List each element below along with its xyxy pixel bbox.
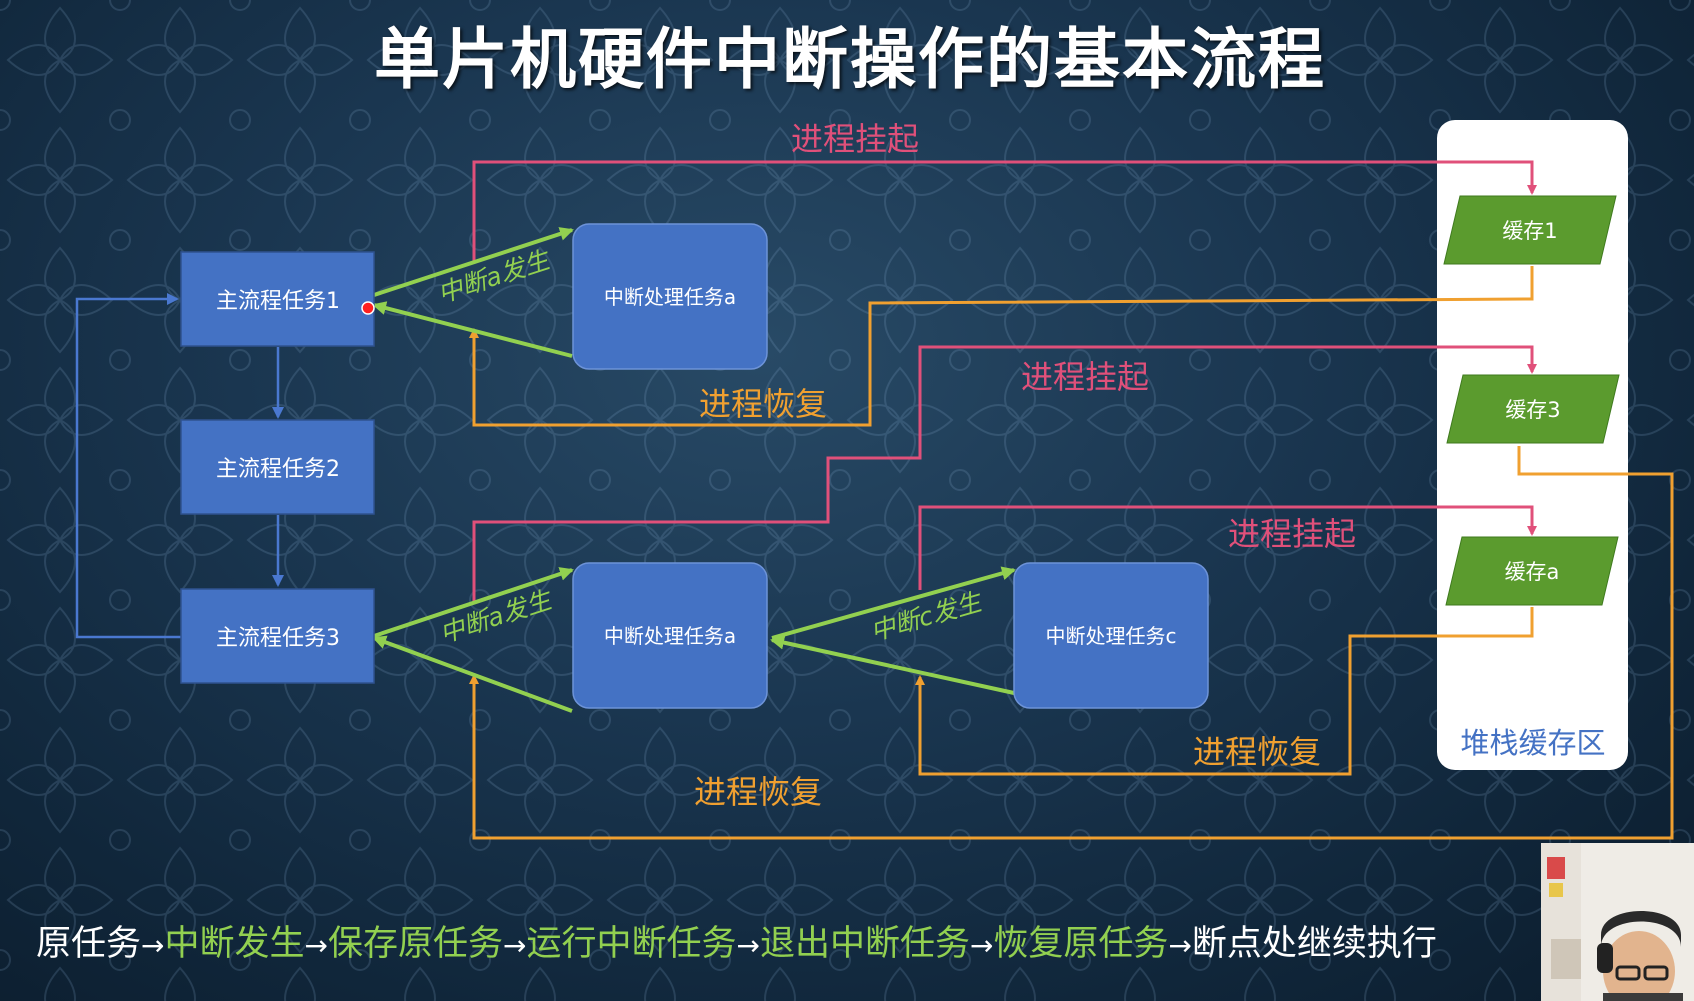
resume-label-3: 进程恢复 — [1193, 733, 1321, 771]
step-save-task: 保存原任务 — [327, 924, 503, 964]
buffer-3-label: 缓存3 — [1505, 398, 1560, 422]
main-task-1-label: 主流程任务1 — [216, 289, 340, 314]
resume-label-1: 进程恢复 — [699, 385, 827, 423]
irq-a2-line — [373, 567, 574, 638]
arrow-icon: → — [304, 929, 328, 962]
main-task-3-label: 主流程任务3 — [216, 626, 340, 651]
presenter-image — [1541, 843, 1694, 1001]
buffer-a — [1445, 536, 1619, 606]
irq-a2-return — [372, 635, 573, 713]
arrow-icon: → — [502, 929, 527, 962]
resume-line-1 — [469, 266, 1534, 427]
suspend-label-3: 进程挂起 — [1228, 515, 1356, 553]
isr-a2-box — [572, 562, 768, 709]
irq-a1-return — [372, 301, 573, 358]
irq-a1-line — [373, 227, 574, 297]
suspend-label-1: 进程挂起 — [791, 120, 919, 158]
step-interrupt-occurs: 中断发生 — [164, 924, 305, 964]
suspend-line-2 — [472, 345, 1537, 604]
step-original-task: 原任务 — [36, 924, 142, 964]
main-task-2-box — [180, 419, 375, 515]
main-task-2-label: 主流程任务2 — [216, 457, 340, 482]
main-task-3-box — [180, 588, 375, 684]
stack-label: 堆栈缓存区 — [1460, 726, 1605, 760]
isr-a1-label: 中断处理任务a — [604, 285, 736, 309]
buffer-a-label: 缓存a — [1505, 560, 1560, 584]
buffer-3 — [1446, 374, 1620, 444]
suspend-line-1 — [472, 160, 1537, 262]
suspend-label-2: 进程挂起 — [1021, 358, 1149, 396]
arrow-icon: → — [1168, 929, 1192, 962]
arrow-icon: → — [736, 929, 760, 962]
irq-c-line — [771, 566, 1016, 640]
arrow-icon: → — [969, 929, 994, 962]
main-task-1-box — [180, 251, 375, 347]
buffer-1 — [1443, 195, 1617, 265]
resume-line-3 — [915, 607, 1534, 776]
isr-c-label: 中断处理任务c — [1046, 624, 1177, 648]
isr-a2-label: 中断处理任务a — [604, 624, 736, 648]
step-run-isr: 运行中断任务 — [526, 924, 737, 964]
pointer-dot — [361, 301, 375, 315]
buffer-1-label: 缓存1 — [1502, 219, 1557, 243]
step-exit-isr: 退出中断任务 — [759, 924, 970, 964]
step-restore-task: 恢复原任务 — [993, 924, 1169, 964]
suspend-line-3 — [918, 505, 1537, 590]
webcam-overlay — [1541, 843, 1694, 1001]
stack-panel — [1437, 120, 1628, 770]
flow-loop-back — [75, 293, 181, 639]
process-summary: 原任务→中断发生→保存原任务→运行中断任务→退出中断任务→恢复原任务→断点处继续… — [36, 915, 1437, 966]
resume-line-2 — [469, 446, 1674, 840]
irq-c-return — [770, 635, 1015, 695]
arrow-icon: → — [141, 929, 165, 962]
step-continue: 断点处继续执行 — [1191, 924, 1437, 964]
isr-c-box — [1013, 562, 1209, 709]
isr-a1-box — [572, 223, 768, 370]
slide-title: 单片机硬件中断操作的基本流程 — [374, 20, 1326, 98]
resume-label-2: 进程恢复 — [694, 773, 822, 811]
